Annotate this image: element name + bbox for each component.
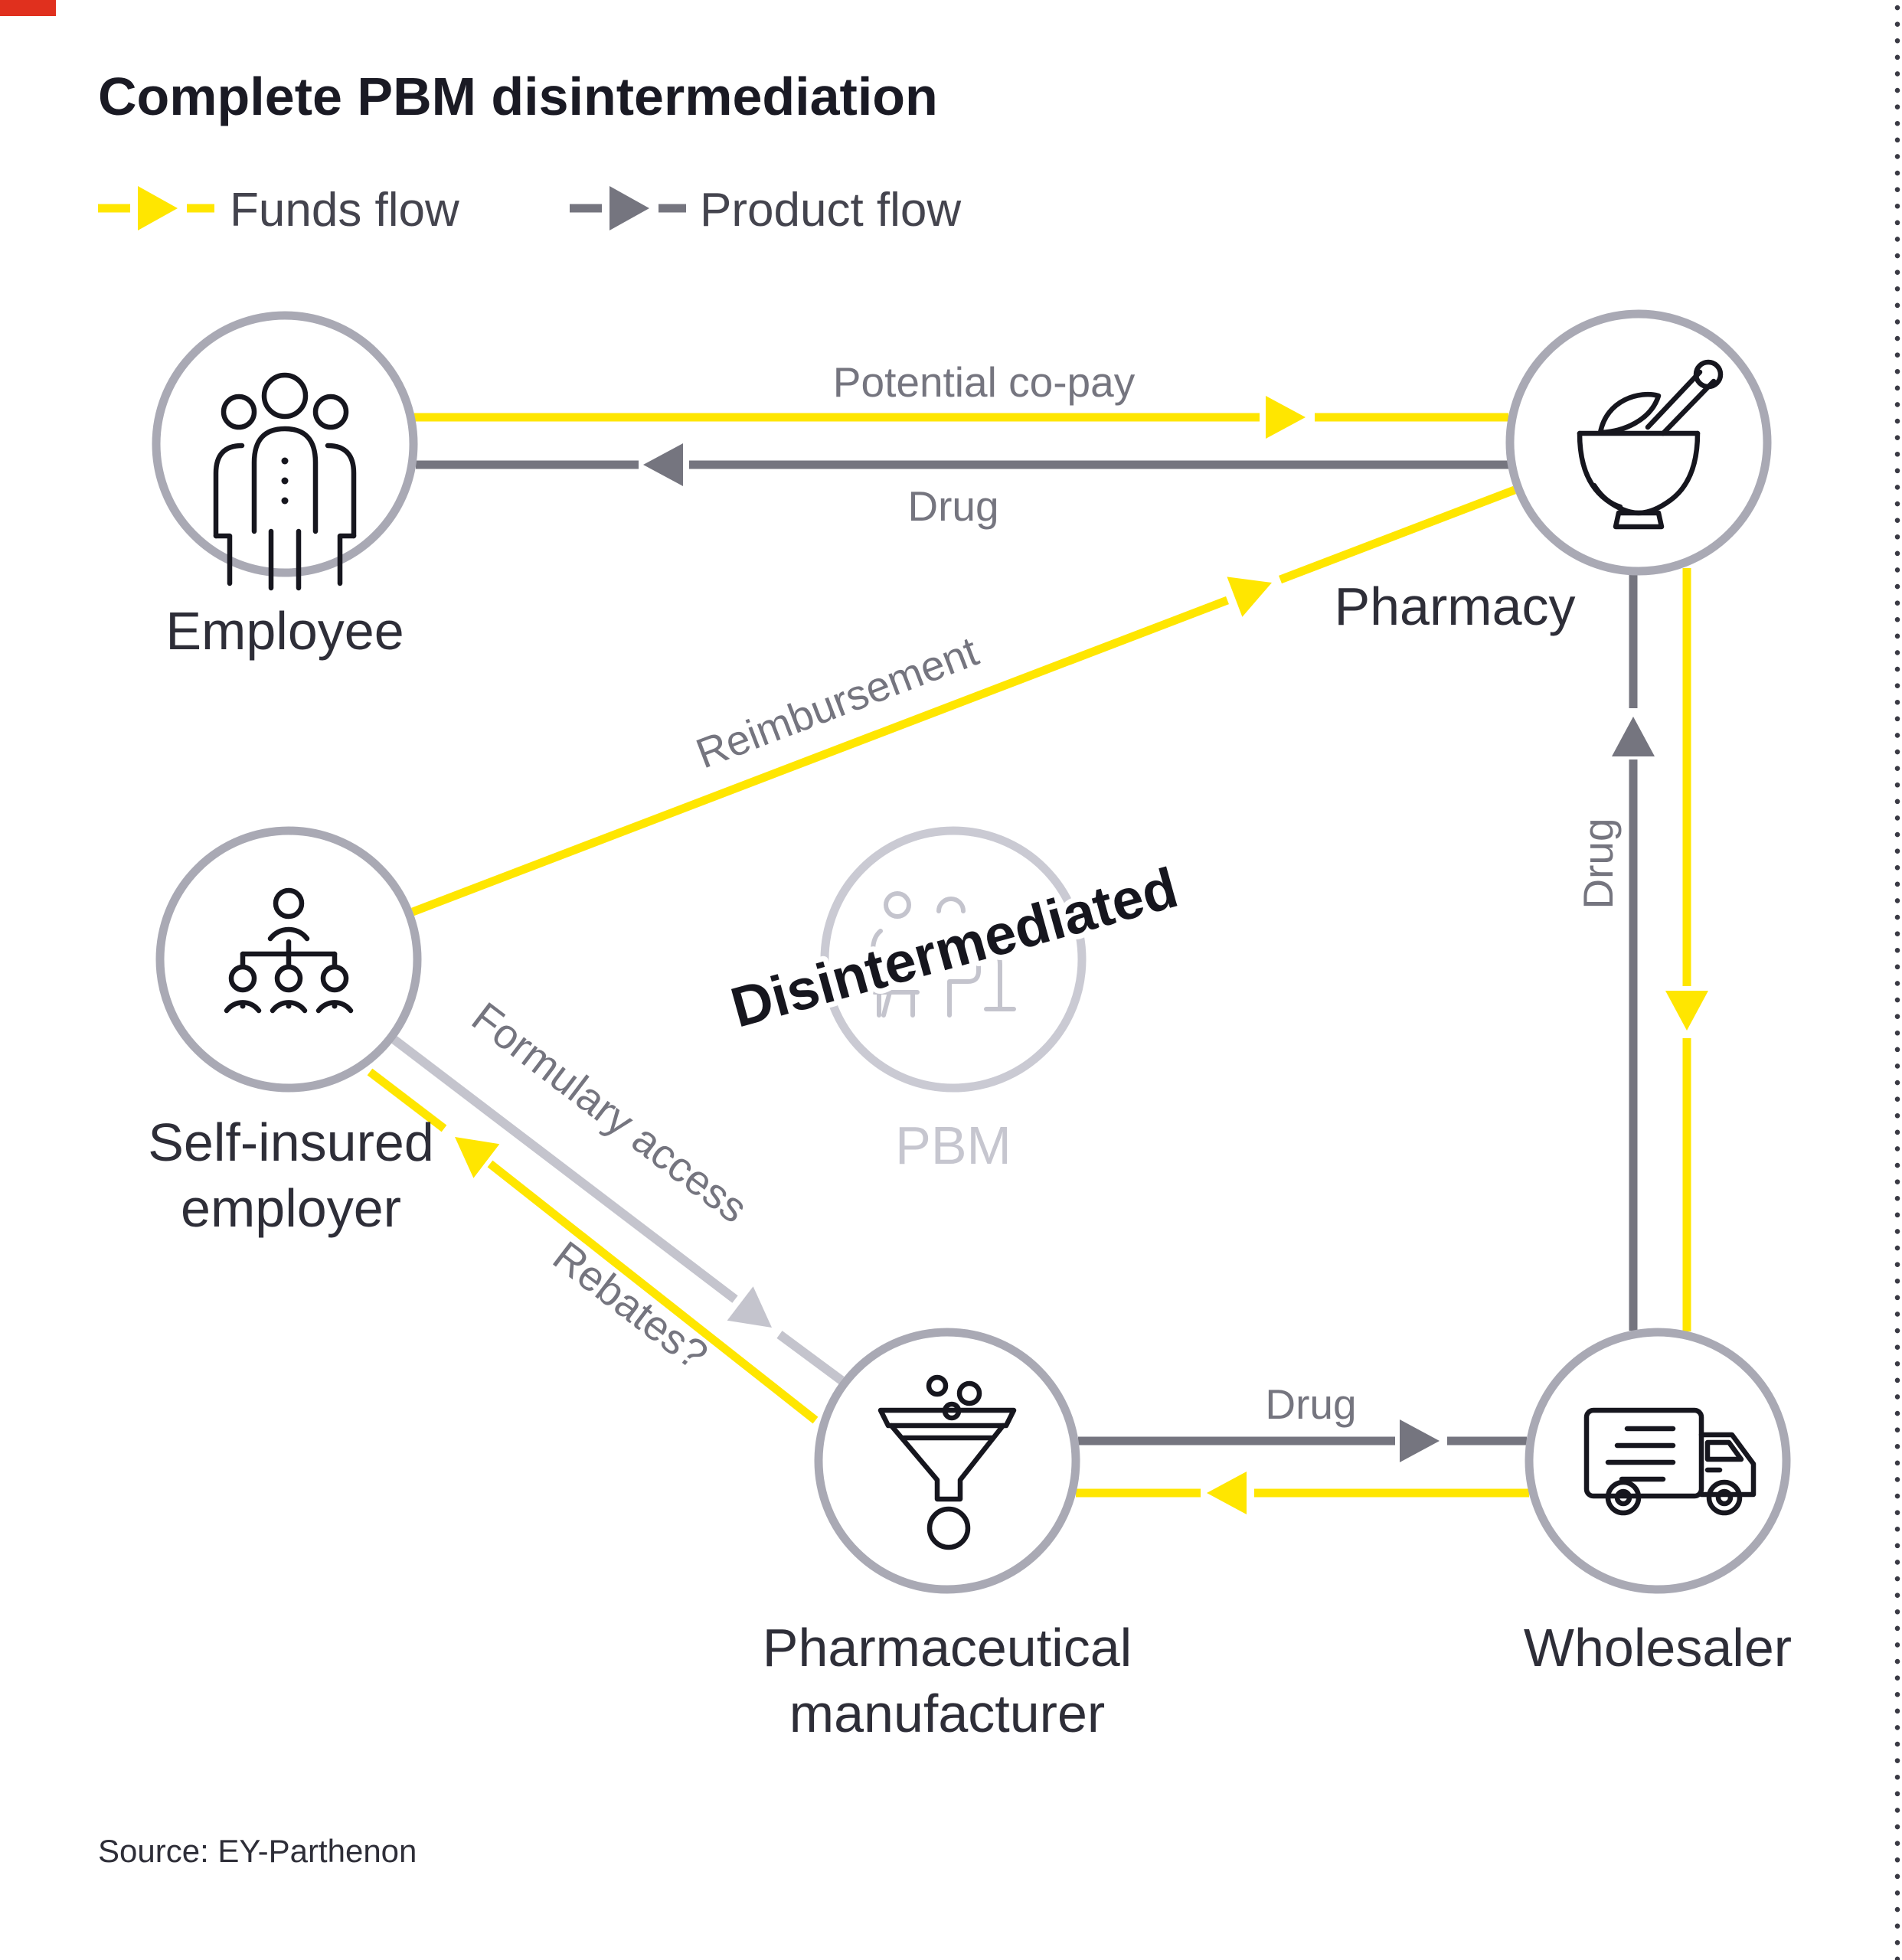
mortar-pestle-icon xyxy=(1577,359,1724,530)
edge-drug-to-pharmacy: Drug xyxy=(1574,575,1655,1331)
edge-label-reimbursement: Reimbursement xyxy=(690,627,985,777)
edge-payment-to-manufacturer xyxy=(1076,1472,1529,1514)
node-pharmacy: Pharmacy xyxy=(1334,309,1772,636)
arrowhead-up-right xyxy=(1227,577,1272,617)
arrowhead-up-left xyxy=(455,1137,500,1178)
arrowhead-right xyxy=(1266,396,1306,439)
arrowhead-left xyxy=(643,443,683,486)
page-title: Complete PBM disintermediation xyxy=(98,67,938,126)
edge-payment-to-wholesaler xyxy=(1665,568,1708,1331)
edge-label-drug-mid: Drug xyxy=(1265,1380,1356,1428)
node-label-employer-line2: employer xyxy=(181,1178,401,1238)
org-chart-icon xyxy=(224,887,354,1014)
edge-drug-to-wholesaler: Drug xyxy=(1078,1380,1527,1462)
people-group-icon xyxy=(213,372,357,591)
edge-label-formulary-access: Formulary access xyxy=(463,993,757,1232)
edge-label-drug-vertical: Drug xyxy=(1574,818,1622,909)
funnel-icon xyxy=(877,1374,1017,1550)
edge-label-rebates: Rebates? xyxy=(544,1232,717,1379)
node-employee: Employee xyxy=(152,311,418,661)
delivery-truck-icon xyxy=(1583,1407,1757,1516)
arrowhead-down xyxy=(1665,991,1708,1031)
node-label-manufacturer-line1: Pharmaceutical xyxy=(763,1618,1132,1677)
node-label-pharmacy: Pharmacy xyxy=(1334,577,1575,636)
edge-label-drug-top: Drug xyxy=(907,482,998,530)
legend-funds-flow: Funds flow xyxy=(98,184,459,237)
node-wholesaler: Wholesaler xyxy=(1524,1328,1792,1677)
node-pharma-manufacturer: Pharmaceutical manufacturer xyxy=(763,1328,1132,1743)
node-self-insured-employer: Self-insured employer xyxy=(148,826,434,1238)
edge-label-potential-copay: Potential co-pay xyxy=(833,358,1136,406)
arrowhead-up xyxy=(1612,717,1655,756)
arrowhead-down-right xyxy=(727,1286,772,1328)
legend-product-flow: Product flow xyxy=(570,184,961,237)
source-note: Source: EY-Parthenon xyxy=(98,1833,417,1869)
red-corner-marker xyxy=(0,0,56,16)
legend-funds-label: Funds flow xyxy=(230,184,459,237)
node-label-employee: Employee xyxy=(165,601,404,661)
negotiation-icon xyxy=(871,891,1016,1018)
arrowhead-right xyxy=(1400,1419,1440,1462)
node-label-pbm: PBM xyxy=(895,1116,1011,1175)
node-pbm: PBM xyxy=(820,826,1087,1175)
legend-product-label: Product flow xyxy=(700,184,961,237)
funds-flow-arrow-icon xyxy=(98,186,214,230)
edge-drug-to-employee: Drug xyxy=(416,443,1508,530)
edge-potential-copay: Potential co-pay xyxy=(414,358,1508,439)
arrowhead-left xyxy=(1207,1472,1247,1514)
legend: Funds flow Product flow xyxy=(98,184,961,237)
node-label-manufacturer-line2: manufacturer xyxy=(789,1684,1105,1743)
product-flow-arrow-icon xyxy=(570,186,686,230)
node-label-wholesaler: Wholesaler xyxy=(1524,1618,1792,1677)
node-label-employer-line1: Self-insured xyxy=(148,1112,434,1172)
